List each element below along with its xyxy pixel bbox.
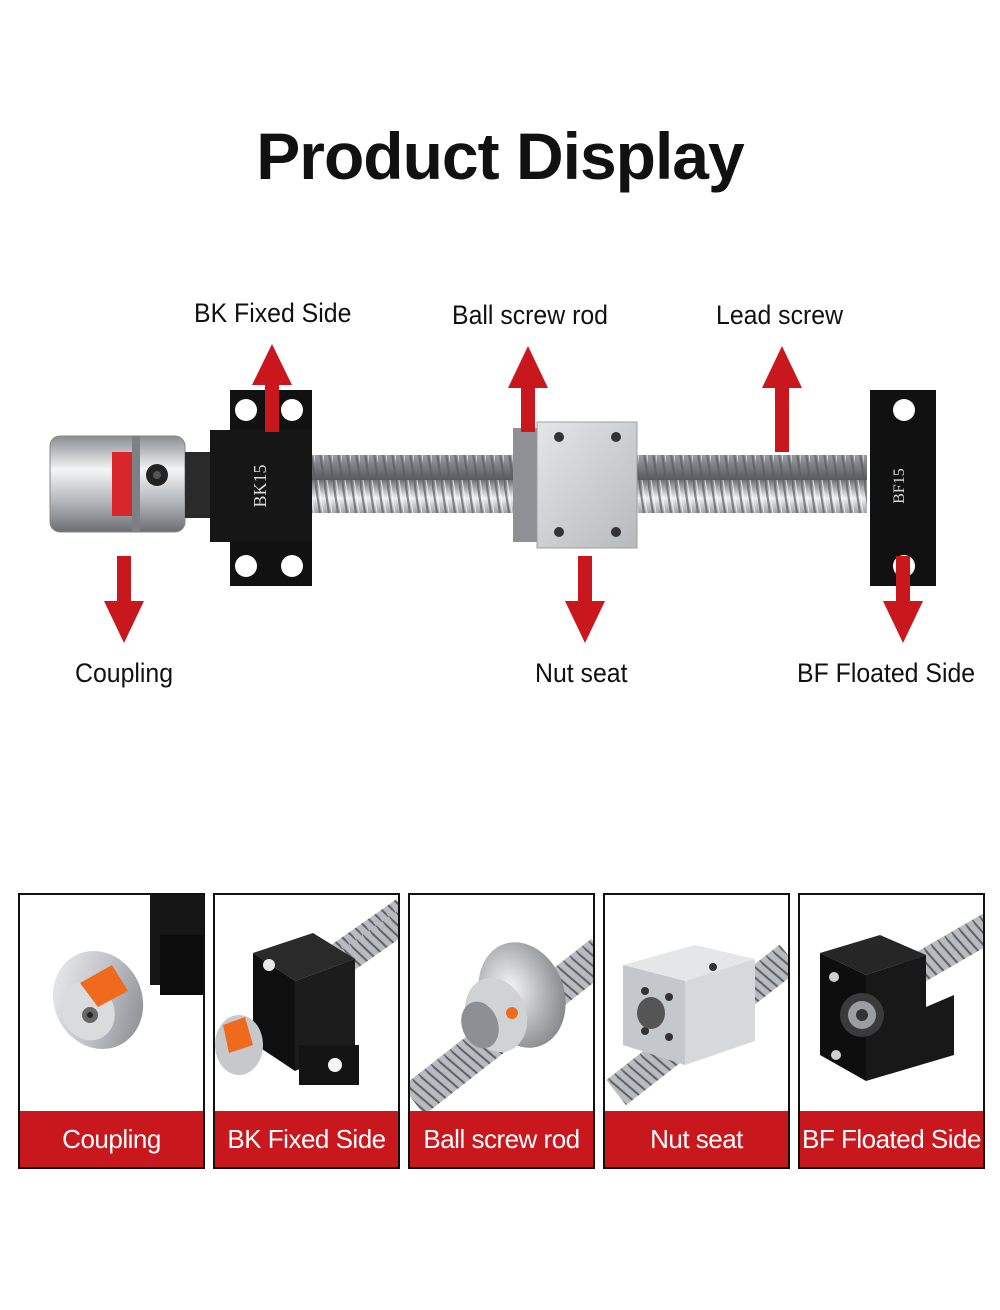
arrow-up-icon <box>252 344 292 432</box>
coupling-shape <box>49 435 213 533</box>
arrow-up-icon <box>762 346 802 452</box>
thumbnail-coupling: Coupling <box>18 893 205 1169</box>
callout-nut-seat: Nut seat <box>535 658 628 688</box>
nut-seat-shape <box>513 421 638 549</box>
bk-block-marking: BK15 <box>250 464 270 507</box>
thumbnail-label: Coupling <box>20 1111 203 1167</box>
arrows-up <box>252 344 802 452</box>
thumbnail-label: Ball screw rod <box>410 1111 593 1167</box>
coupling-photo <box>52 895 203 1049</box>
callout-coupling: Coupling <box>75 658 174 688</box>
ball-screw-assembly-illustration: BK15 BF15 <box>49 344 936 643</box>
thumbnail-label: BK Fixed Side <box>215 1111 398 1167</box>
thumbnail-nut-seat: Nut seat <box>603 893 790 1169</box>
thumbnail-strip: Coupling BK Fixed Side <box>18 893 986 1169</box>
thumbnail-label: Nut seat <box>605 1111 788 1167</box>
callout-ball-screw-rod: Ball screw rod <box>452 300 608 330</box>
callout-lead-screw: Lead screw <box>716 300 844 330</box>
arrows-down <box>104 556 923 643</box>
arrow-down-icon <box>883 556 923 643</box>
arrow-down-icon <box>565 556 605 643</box>
bk-fixed-side-photo <box>215 899 398 1085</box>
ball-screw-rod-photo <box>410 938 593 1111</box>
arrow-up-icon <box>508 346 548 432</box>
page-title: Product Display <box>256 119 744 193</box>
bf-block-marking: BF15 <box>891 468 908 504</box>
thumbnail-label: BF Floated Side <box>800 1111 983 1167</box>
thumbnail-ball-screw-rod: Ball screw rod <box>408 893 595 1169</box>
bf-floated-side-photo <box>820 907 983 1081</box>
callout-bf-floated-side: BF Floated Side <box>797 658 976 688</box>
callout-bk-fixed-side: BK Fixed Side <box>194 298 352 328</box>
nut-seat-photo <box>606 944 788 1106</box>
arrow-down-icon <box>104 556 144 643</box>
thumbnail-bf-floated-side: BF Floated Side <box>798 893 985 1169</box>
thumbnail-bk-fixed-side: BK Fixed Side <box>213 893 400 1169</box>
bk-block-shape: BK15 <box>210 390 312 586</box>
